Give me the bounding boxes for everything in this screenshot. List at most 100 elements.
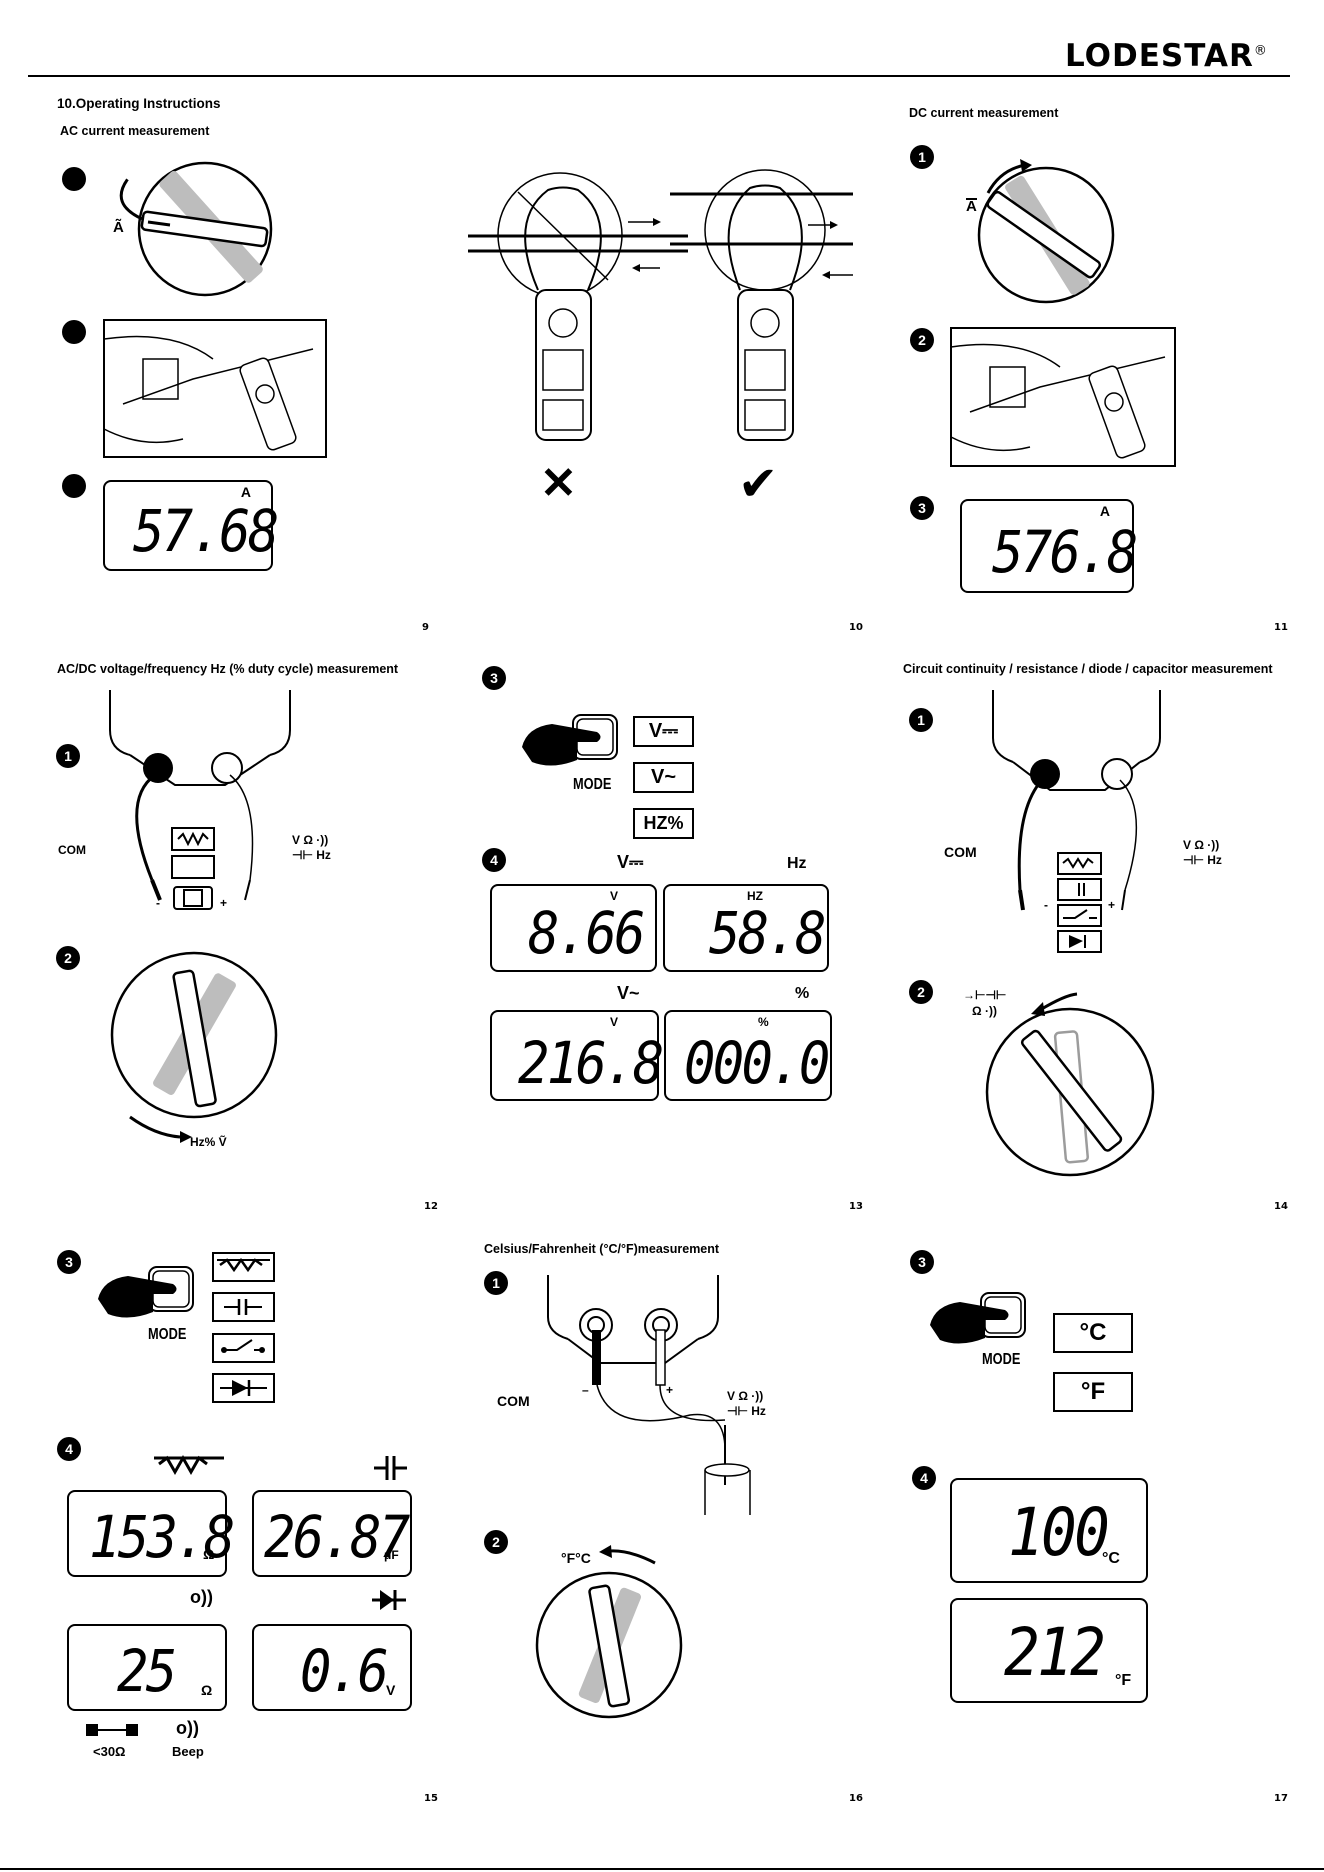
step-marker: 1	[62, 167, 86, 191]
circuit-title: Circuit continuity / resistance / diode …	[903, 662, 1273, 676]
page-number: 11	[1274, 622, 1288, 633]
lcd-value: 26.87	[264, 1503, 410, 1571]
page-number: 12	[424, 1201, 438, 1212]
step-marker: 2	[62, 320, 86, 344]
display-header-hz: Hz	[787, 855, 807, 872]
ac-dial-illustration	[119, 161, 273, 297]
brand-name: LODESTAR	[1065, 38, 1254, 74]
vohm-label: V Ω ·))	[727, 1389, 764, 1403]
lcd-unit: A	[240, 484, 251, 500]
step-marker: 3	[62, 474, 86, 498]
step-marker: 4	[482, 848, 506, 872]
voltage-title: AC/DC voltage/frequency Hz (% duty cycle…	[57, 662, 399, 676]
plus-label: +	[1108, 898, 1116, 912]
com-label: COM	[944, 844, 977, 860]
ac-range-label: Ã	[113, 219, 124, 236]
step-marker: 4	[57, 1437, 81, 1461]
dc-dial-illustration	[977, 159, 1115, 304]
lcd-unit: μF	[384, 1548, 399, 1562]
dc-clamp-illustration	[950, 327, 1176, 467]
temperature-dial-illustration	[535, 1545, 683, 1719]
step-marker: 3	[910, 496, 934, 520]
lcd-unit: Ω	[201, 1682, 213, 1698]
lcd-value: 58.8	[709, 899, 827, 967]
lcd-value: 0.6	[300, 1637, 389, 1705]
voltage-probe-illustration	[109, 690, 291, 910]
step-marker: 4	[912, 1466, 936, 1490]
vohm-label: V Ω ·))	[1183, 838, 1220, 852]
temperature-probe-illustration	[547, 1275, 751, 1515]
brand-logo: LODESTAR®	[1065, 38, 1268, 74]
lcd-value: 57.68	[133, 497, 279, 565]
beep-label: Beep	[172, 1744, 204, 1759]
mode-option-fahrenheit: °F	[1053, 1372, 1133, 1412]
page-number: 17	[1274, 1793, 1288, 1804]
circuit-dial-label: Ω ·))	[972, 1004, 997, 1018]
ac-lcd-display: A 57.68	[103, 480, 279, 571]
com-label: COM	[497, 1393, 530, 1409]
mode-button-press-icon	[930, 1292, 1026, 1344]
lcd-display-hz: HZ 58.8	[663, 884, 829, 972]
mode-option-celsius: °C	[1053, 1313, 1133, 1353]
lcd-unit: Ω	[203, 1546, 215, 1562]
plus-label: +	[666, 1383, 674, 1397]
lcd-display-vac: V 216.8	[490, 1010, 664, 1101]
lcd-unit: °F	[1115, 1672, 1132, 1689]
lcd-unit: %	[758, 1015, 769, 1029]
circuit-dial-label: →⊢⊣⊢	[963, 988, 1007, 1002]
mode-label: MODE	[982, 1351, 1021, 1368]
lcd-value: 000.0	[684, 1029, 830, 1097]
lcd-display-capacitance: 26.87 μF	[252, 1490, 412, 1577]
circuit-probe-illustration	[992, 690, 1161, 953]
mode-option-vdc: V⎓	[633, 716, 694, 747]
com-label: COM	[58, 843, 86, 857]
wrong-mark-icon: ✕	[540, 459, 577, 508]
header-rule	[28, 75, 1290, 77]
mode-label: MODE	[573, 776, 612, 793]
lcd-value: 212	[1004, 1614, 1106, 1691]
minus-label: -	[156, 896, 160, 910]
lcd-display-diode: 0.6 V	[252, 1624, 412, 1711]
diode-icon	[372, 1590, 406, 1610]
lcd-display-continuity: 25 Ω	[67, 1624, 227, 1711]
lcd-unit: V	[610, 1015, 619, 1029]
resistance-icon	[154, 1454, 224, 1476]
page-number: 15	[424, 1793, 438, 1804]
lcd-display-celsius: 100 °C	[950, 1478, 1148, 1583]
beep-icon: o))	[176, 1718, 199, 1738]
continuity-icon: o))	[190, 1587, 213, 1607]
step-marker: 1	[484, 1271, 508, 1295]
clamp-comparison-illustration	[468, 169, 853, 441]
lcd-value: 8.66	[528, 899, 646, 967]
lcd-unit: HZ	[747, 889, 763, 903]
page-number: 9	[422, 622, 429, 633]
function-boxes	[212, 1252, 275, 1403]
cap-hz-label: ⊣⊢ Hz	[727, 1404, 766, 1418]
page-number: 14	[1274, 1201, 1288, 1212]
mode-button-press-icon	[522, 714, 618, 766]
step-marker: 3	[57, 1250, 81, 1274]
lcd-display-percent: % 000.0	[664, 1010, 832, 1101]
ac-clamp-illustration	[103, 319, 327, 458]
temperature-dial-label: °F°C	[561, 1550, 591, 1566]
lcd-unit: V	[610, 889, 619, 903]
lcd-value: 153.8	[89, 1503, 235, 1571]
short-circuit-icon	[86, 1724, 138, 1736]
step-marker: 2	[56, 946, 80, 970]
lcd-display-fahrenheit: 212 °F	[950, 1598, 1148, 1703]
dc-current-title: DC current measurement	[909, 106, 1059, 120]
lcd-unit: °C	[1102, 1550, 1120, 1567]
mode-option-hz: HZ%	[633, 808, 694, 839]
minus-label: –	[582, 1383, 589, 1397]
step-marker: 2	[909, 980, 933, 1004]
continuity-threshold: <30Ω	[93, 1744, 126, 1759]
step-marker: 1	[910, 145, 934, 169]
lcd-value: 576.8	[992, 518, 1138, 586]
cap-hz-label: ⊣⊢ Hz	[292, 848, 331, 862]
minus-label: -	[1044, 898, 1048, 912]
step-marker: 2	[910, 328, 934, 352]
lcd-value: 100	[1008, 1494, 1110, 1571]
mode-button-press-icon	[98, 1266, 194, 1318]
plus-label: +	[220, 896, 228, 910]
page-number: 16	[849, 1793, 863, 1804]
